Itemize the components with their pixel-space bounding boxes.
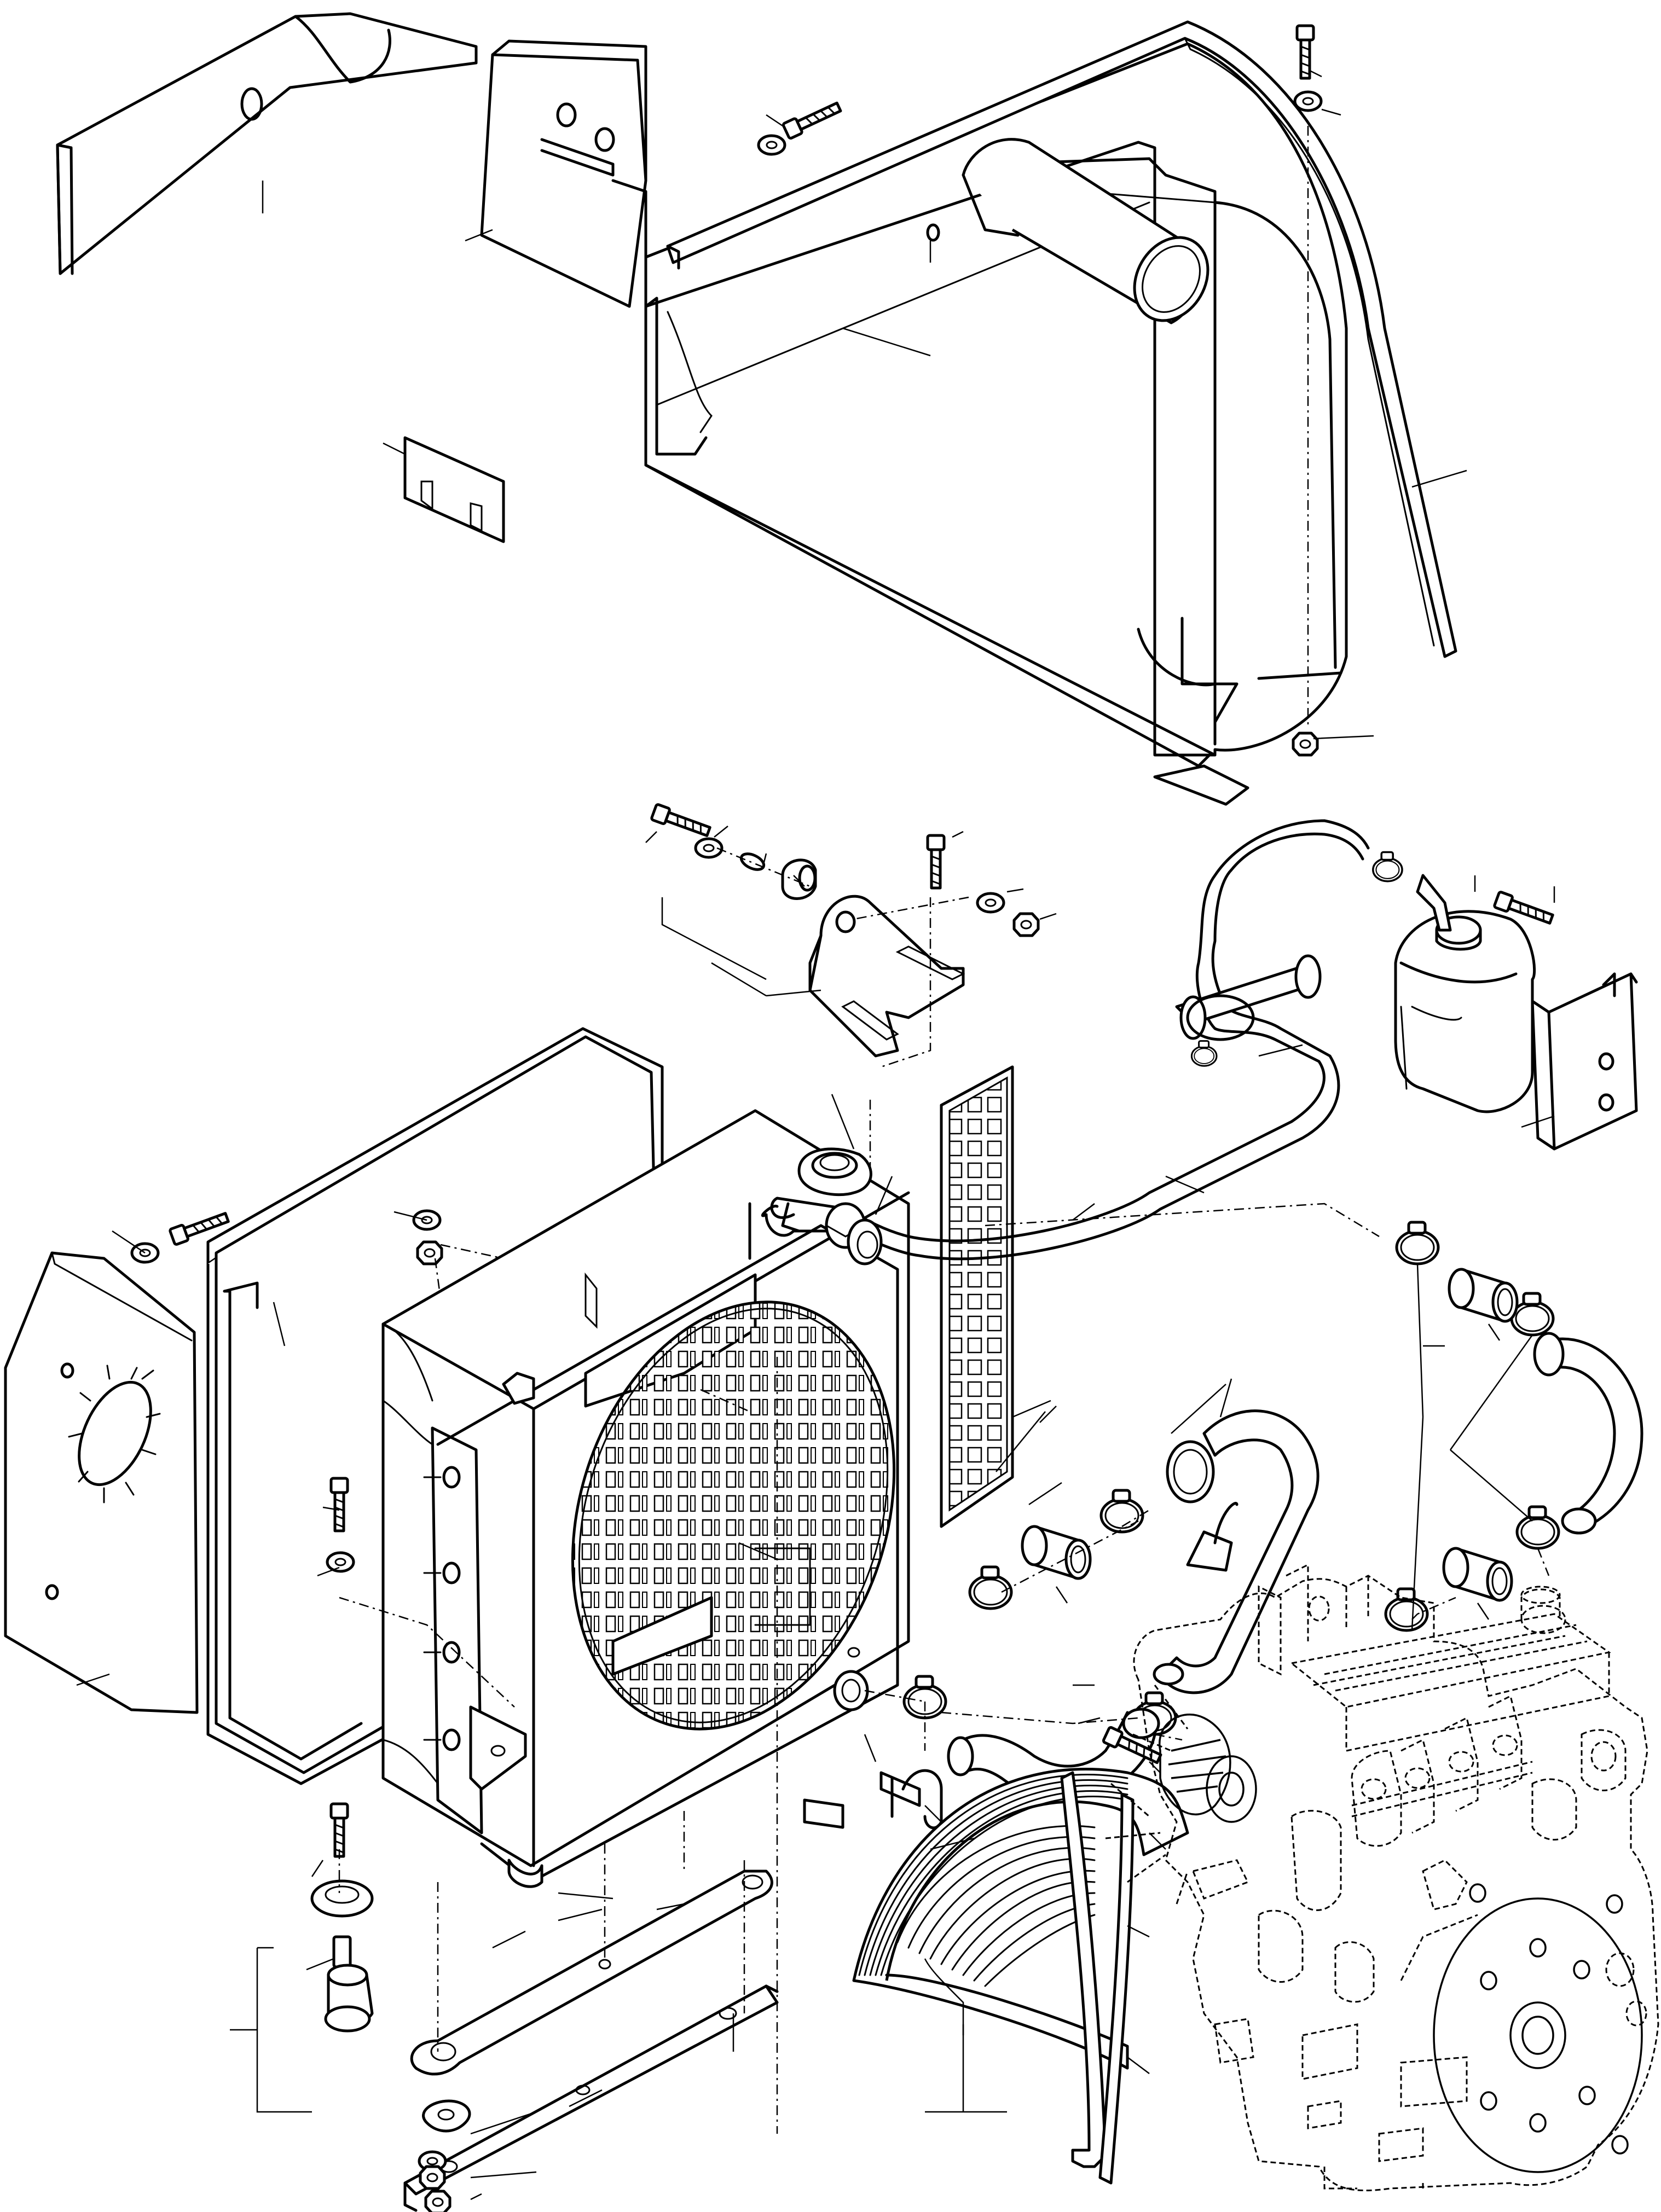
support-arch: [644, 42, 1348, 806]
bolts-and-washers: [112, 1210, 553, 1577]
edge-trim: [666, 20, 1467, 658]
radiator-mount-bracket: [645, 804, 1057, 1068]
rubber-strip: [776, 1357, 1189, 2185]
side-grille: [940, 1065, 1051, 1528]
bolts-and-washers: [759, 26, 1374, 755]
engine: [1105, 1563, 1659, 2192]
hose-clamps: [904, 1222, 1559, 1734]
overflow-hose: [761, 819, 1370, 1265]
expansion-tank: [1372, 851, 1554, 1113]
guide-lines: [338, 1100, 1550, 1893]
panel-bracket: [465, 39, 647, 308]
baffle-plate: [4, 1251, 199, 1714]
side-panel: [56, 12, 478, 275]
tank-bracket: [1521, 972, 1638, 1151]
hose-sleeves: [1022, 1269, 1517, 1620]
lower-support-bars: [403, 1844, 779, 2212]
leader-lines: [492, 1094, 1445, 1949]
drain-valve: [833, 1670, 958, 1839]
spacer-plate: [383, 436, 505, 543]
upper-hose: [1153, 1332, 1643, 1694]
wire-frame: [206, 1027, 664, 1785]
rubber-mount: [230, 1804, 374, 2113]
